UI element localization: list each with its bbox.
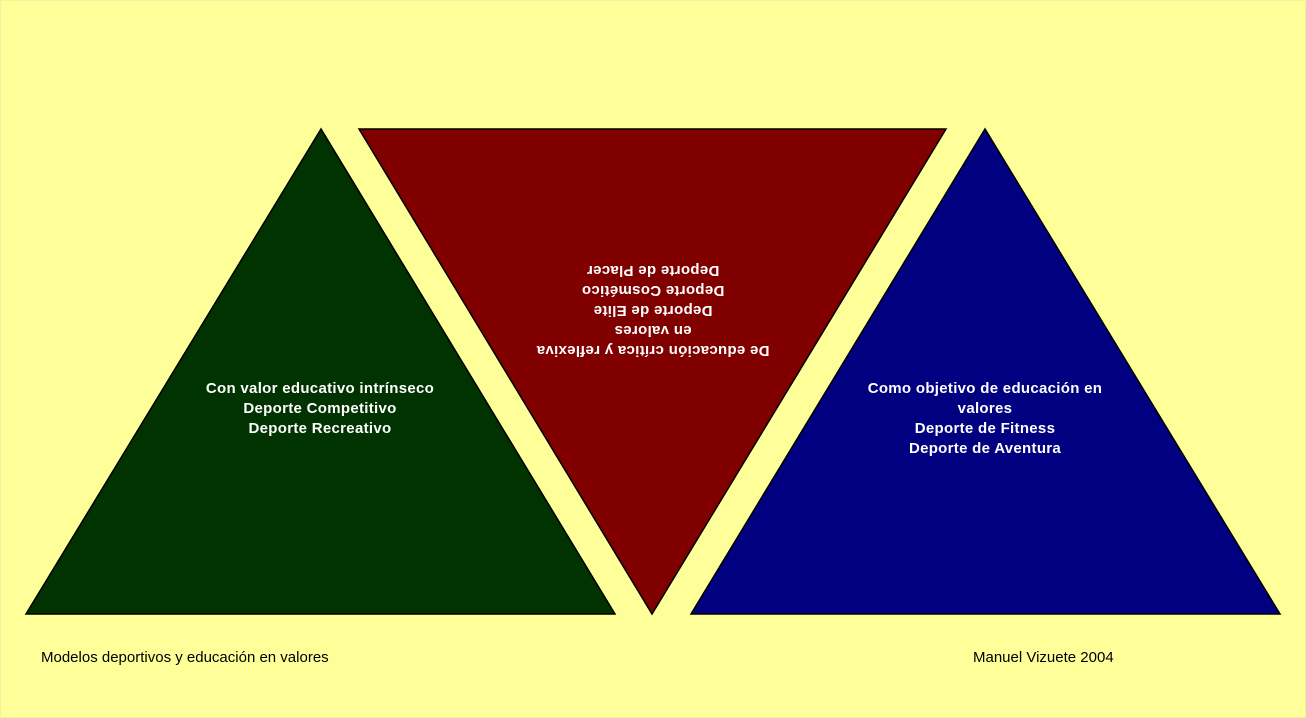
triangle-red-line-2: en valores: [614, 322, 692, 339]
triangle-red-line-5: Deporte de Placer: [586, 262, 720, 279]
triangle-green-line-2: Deporte Competitivo: [243, 400, 397, 417]
triangle-green-line-3: Deporte Recreativo: [248, 420, 392, 437]
triangle-blue-text: Como objetivo de educación en valores De…: [835, 379, 1135, 459]
triangle-green-line-1: Con valor educativo intrínseco: [205, 380, 435, 397]
triangle-red-line-4: Deporte Cosmético: [581, 282, 725, 299]
footer-title: Modelos deportivos y educación en valore…: [41, 649, 329, 666]
triangle-blue-line-4: Deporte de Aventura: [908, 440, 1062, 457]
triangle-blue-line-2: valores: [957, 400, 1013, 417]
triangle-red-text: De educación crítica y reflexiva en valo…: [503, 260, 803, 360]
footer-author: Manuel Vizuete 2004: [973, 649, 1114, 666]
triangle-green-text: Con valor educativo intrínseco Deporte C…: [170, 379, 470, 439]
triangle-blue-line-3: Deporte de Fitness: [914, 420, 1056, 437]
triangle-green: [24, 127, 617, 615]
triangle-blue: [689, 127, 1282, 615]
triangle-red-line-1: De educación crítica y reflexiva: [536, 342, 770, 359]
triangle-blue-line-1: Como objetivo de educación en: [867, 380, 1103, 397]
triangle-red-inverted: [357, 128, 948, 616]
triangle-red-line-3: Deporte de Elite: [593, 302, 713, 319]
